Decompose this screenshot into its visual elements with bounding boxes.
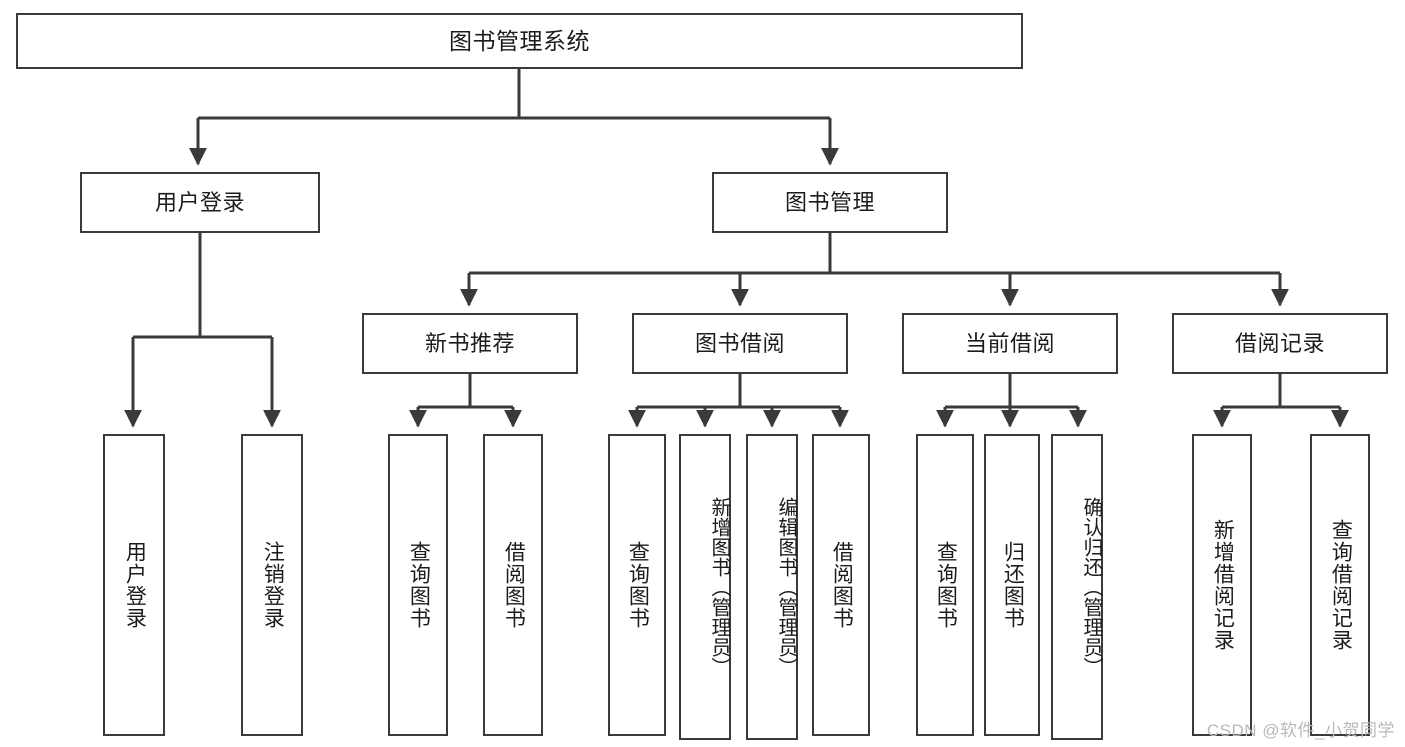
node-user-login-label: 用户登录 [154, 189, 245, 215]
watermark: CSDN @软件_小贺同学 [1206, 721, 1395, 740]
node-book-management[interactable]: 图书管理 [712, 172, 948, 233]
leaf-query-borrow-record[interactable]: 查询借阅记录 [1310, 434, 1370, 736]
node-borrow-record-label: 借阅记录 [1234, 330, 1325, 356]
leaf-query-book-recommendation[interactable]: 查询图书 [388, 434, 448, 736]
leaf-confirm-return-admin-label: 确认归还（管理员） [1080, 497, 1102, 677]
node-new-book-recommendation-label: 新书推荐 [424, 330, 515, 356]
leaf-add-book-admin[interactable]: 新增图书（管理员） [679, 434, 731, 740]
leaf-query-book-current-label: 查询图书 [934, 541, 958, 629]
leaf-return-book-label: 归还图书 [1001, 541, 1025, 629]
leaf-query-book-recommendation-label: 查询图书 [407, 541, 431, 629]
leaf-borrow-book-recommendation[interactable]: 借阅图书 [483, 434, 543, 736]
leaf-edit-book-admin-label: 编辑图书（管理员） [775, 497, 797, 677]
leaf-user-login-label: 用户登录 [123, 541, 147, 629]
leaf-borrow-book-recommendation-label: 借阅图书 [502, 541, 526, 629]
node-book-management-label: 图书管理 [784, 189, 875, 215]
node-root-label: 图书管理系统 [449, 27, 590, 54]
node-current-borrow-label: 当前借阅 [964, 330, 1055, 356]
leaf-user-logout[interactable]: 注销登录 [241, 434, 303, 736]
leaf-confirm-return-admin[interactable]: 确认归还（管理员） [1051, 434, 1103, 740]
node-root[interactable]: 图书管理系统 [16, 13, 1023, 69]
node-book-borrow-label: 图书借阅 [694, 330, 785, 356]
leaf-add-book-admin-label: 新增图书（管理员） [708, 497, 730, 677]
leaf-borrow-book-label: 借阅图书 [830, 541, 854, 629]
node-new-book-recommendation[interactable]: 新书推荐 [362, 313, 578, 374]
leaf-add-borrow-record-label: 新增借阅记录 [1211, 519, 1235, 651]
leaf-query-book-borrow[interactable]: 查询图书 [608, 434, 666, 736]
leaf-query-borrow-record-label: 查询借阅记录 [1329, 519, 1353, 651]
node-user-login[interactable]: 用户登录 [80, 172, 320, 233]
node-book-borrow[interactable]: 图书借阅 [632, 313, 848, 374]
leaf-return-book[interactable]: 归还图书 [984, 434, 1040, 736]
leaf-user-logout-label: 注销登录 [261, 541, 285, 629]
node-borrow-record[interactable]: 借阅记录 [1172, 313, 1388, 374]
leaf-user-login[interactable]: 用户登录 [103, 434, 165, 736]
leaf-borrow-book[interactable]: 借阅图书 [812, 434, 870, 736]
node-current-borrow[interactable]: 当前借阅 [902, 313, 1118, 374]
leaf-edit-book-admin[interactable]: 编辑图书（管理员） [746, 434, 798, 740]
leaf-query-book-borrow-label: 查询图书 [626, 541, 650, 629]
leaf-add-borrow-record[interactable]: 新增借阅记录 [1192, 434, 1252, 736]
leaf-query-book-current[interactable]: 查询图书 [916, 434, 974, 736]
